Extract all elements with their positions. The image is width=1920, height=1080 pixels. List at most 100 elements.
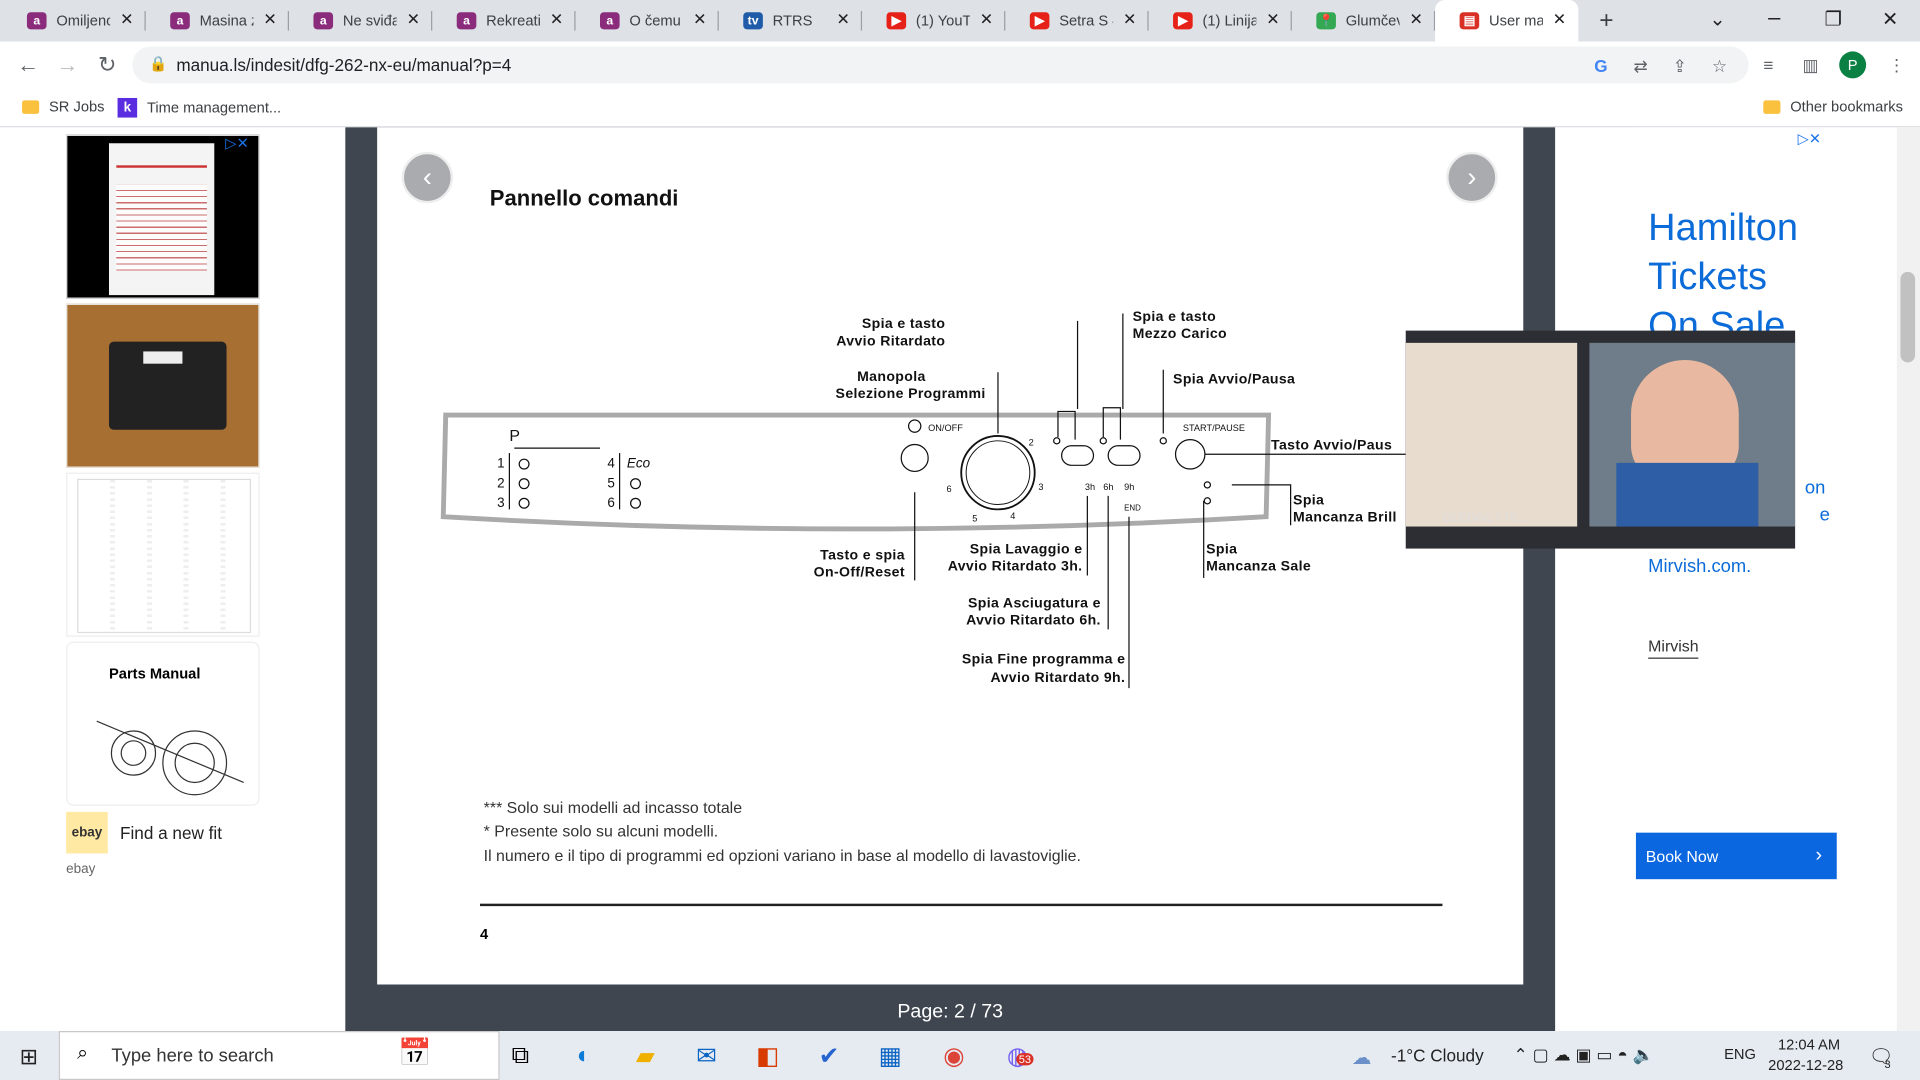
tab-close-icon[interactable]: ✕ <box>406 9 421 29</box>
tab-close-icon[interactable]: ✕ <box>1552 9 1567 29</box>
chrome-icon[interactable]: ◉ <box>943 1042 965 1070</box>
prev-page-button[interactable]: ‹ <box>401 151 454 204</box>
ad-choices-icon[interactable]: ▷✕ <box>1797 129 1822 147</box>
ad-thumbnail-2[interactable] <box>66 303 260 468</box>
hour-6h: 6h <box>1103 482 1113 492</box>
url-text[interactable]: manua.ls/indesit/dfg-262-nx-eu/manual?p=… <box>176 55 512 75</box>
folder-icon <box>22 99 40 114</box>
minimize-icon[interactable]: – <box>1768 4 1781 30</box>
ad-brand[interactable]: Mirvish <box>1648 637 1699 659</box>
edge-icon[interactable]: ◐ <box>576 1041 592 1069</box>
tab-9[interactable]: ▶(1) Linija✕ <box>1149 0 1292 42</box>
clock-date[interactable]: 2022-12-28 <box>1768 1056 1844 1074</box>
tab-close-icon[interactable]: ✕ <box>1122 9 1137 29</box>
tab-label: O čemu r <box>629 12 683 30</box>
ad-thumbnail-1[interactable] <box>66 134 260 299</box>
notifications-icon[interactable]: 🗨 <box>1868 1046 1894 1068</box>
reload-icon[interactable]: ↻ <box>97 52 117 78</box>
tab-close-icon[interactable]: ✕ <box>120 9 134 29</box>
tab-separator <box>1004 11 1006 31</box>
tab-label: Setra S 4: <box>1059 12 1113 30</box>
todo-icon[interactable]: ✔ <box>818 1042 840 1070</box>
other-bookmarks[interactable]: Other bookmarks <box>1763 98 1903 115</box>
ad-site-link[interactable]: Mirvish.com. <box>1648 555 1752 577</box>
back-icon[interactable]: ← <box>17 52 40 78</box>
tab-5[interactable]: aO čemu r✕ <box>576 0 719 42</box>
weather-text[interactable]: -1°C Cloudy <box>1391 1045 1484 1066</box>
mail-icon[interactable]: ✉ <box>696 1042 717 1070</box>
viber-icon[interactable]: ◍ 53 <box>999 1038 1036 1072</box>
tab-label: Rekreativ <box>486 12 540 30</box>
file-explorer-icon[interactable]: ▰ <box>635 1042 655 1070</box>
scrollbar-thumb[interactable] <box>1900 271 1916 363</box>
video-player[interactable]: GLEDAC I TE... <box>1405 330 1796 549</box>
tab-close-icon[interactable]: ✕ <box>1409 9 1423 29</box>
new-tab-button[interactable]: + <box>1599 7 1614 35</box>
tab-8[interactable]: ▶Setra S 4:✕ <box>1005 0 1149 42</box>
menu-icon[interactable]: ⋮ <box>1888 55 1906 75</box>
restore-icon[interactable]: ❐ <box>1824 9 1843 31</box>
page-scrollbar[interactable] <box>1896 127 1920 1032</box>
dial-5: 5 <box>972 514 977 524</box>
close-window-icon[interactable]: ✕ <box>1882 9 1899 31</box>
ad-choices-icon[interactable]: ▷✕ <box>225 134 249 152</box>
label-half-load-1: Spia e tasto <box>1133 308 1216 324</box>
tab-search-icon[interactable]: ⌄ <box>1709 9 1726 31</box>
note-2: * Presente solo su alcuni modelli. <box>483 821 719 841</box>
tab-close-icon[interactable]: ✕ <box>836 9 850 29</box>
lock-icon[interactable]: 🔒 <box>149 55 168 73</box>
ad-headline[interactable]: Hamilton Tickets On Sale <box>1648 203 1798 350</box>
tab-close-icon[interactable]: ✕ <box>1266 9 1280 29</box>
ad-thumbnail-3[interactable] <box>66 472 260 637</box>
tab-4[interactable]: aRekreativ✕ <box>432 0 576 42</box>
profile-avatar[interactable]: P <box>1839 51 1867 79</box>
ad-thumbnail-parts-manual[interactable]: Parts Manual <box>66 641 260 806</box>
task-view-icon[interactable]: ⧉ <box>511 1041 530 1069</box>
video-caption: GLEDAC I TE... <box>1442 511 1529 526</box>
tab-close-icon[interactable]: ✕ <box>979 9 994 29</box>
parts-manual-label: Parts Manual <box>108 664 201 683</box>
google-icon[interactable]: G <box>1594 56 1608 76</box>
onoff-panel-label: ON/OFF <box>928 423 963 433</box>
bookmark-sr-jobs[interactable]: SR Jobs <box>22 98 105 115</box>
tab-close-icon[interactable]: ✕ <box>263 9 277 29</box>
tab-close-icon[interactable]: ✕ <box>693 9 707 29</box>
bookmark-time-management[interactable]: k Time management... <box>117 97 281 118</box>
tab-7[interactable]: ▶(1) YouTu✕ <box>862 0 1006 42</box>
windows-start-icon[interactable]: ⊞ <box>19 1044 39 1069</box>
tab-11[interactable]: ▤User man✕ <box>1435 0 1579 42</box>
ebay-ad-row[interactable]: ebay Find a new fit <box>66 808 259 857</box>
address-bar[interactable]: 🔒 manua.ls/indesit/dfg-262-nx-eu/manual?… <box>132 46 1749 84</box>
tab-3[interactable]: aNe sviđar✕ <box>289 0 433 42</box>
office-icon[interactable]: ◧ <box>756 1042 780 1070</box>
calendar-widget-icon[interactable]: 📅 <box>397 1037 432 1068</box>
tab-favicon-icon: tv <box>743 12 763 30</box>
language-indicator[interactable]: ENG <box>1724 1045 1756 1063</box>
browser-toolbar: ← → ↻ 🔒 manua.ls/indesit/dfg-262-nx-eu/m… <box>0 41 1920 89</box>
label-onoff-1: Tasto e spia <box>820 547 905 563</box>
next-page-button[interactable]: › <box>1446 151 1498 204</box>
book-now-button[interactable]: Book Now › <box>1635 832 1837 880</box>
left-ad[interactable]: ▷✕ Parts Manual ebay Find a <box>64 132 262 879</box>
reading-list-icon[interactable]: ≡ <box>1763 55 1774 75</box>
bookmark-star-icon[interactable]: ☆ <box>1711 56 1728 76</box>
tab-close-icon[interactable]: ✕ <box>549 9 564 29</box>
system-tray-icons[interactable]: ⌃ ▢ ☁ ▣ ▭ ◓ 🔈 <box>1513 1044 1654 1065</box>
translate-icon[interactable]: ⇄ <box>1633 56 1648 76</box>
store-icon[interactable]: ▦ <box>878 1042 902 1070</box>
manual-viewer: ‹ › Pannello comandi Spia e tasto Avvio … <box>345 127 1556 1032</box>
ebay-title[interactable]: Find a new fit <box>120 822 222 843</box>
control-panel-diagram: Spia e tasto Avvio Ritardato Spia e tast… <box>440 308 1406 689</box>
forward-icon[interactable]: → <box>56 52 79 78</box>
share-icon[interactable]: ⇪ <box>1672 56 1688 76</box>
bookmark-label: Other bookmarks <box>1790 97 1903 116</box>
k-icon: k <box>117 97 138 118</box>
clock-time[interactable]: 12:04 AM <box>1777 1035 1841 1054</box>
label-start-pause-button: Tasto Avvio/Paus <box>1271 436 1392 452</box>
taskbar-search-input[interactable]: ⌕ Type here to search 📅 <box>58 1031 500 1080</box>
side-panel-icon[interactable]: ▥ <box>1802 55 1819 75</box>
tab-10[interactable]: 📍Glumčevo✕ <box>1292 0 1436 42</box>
